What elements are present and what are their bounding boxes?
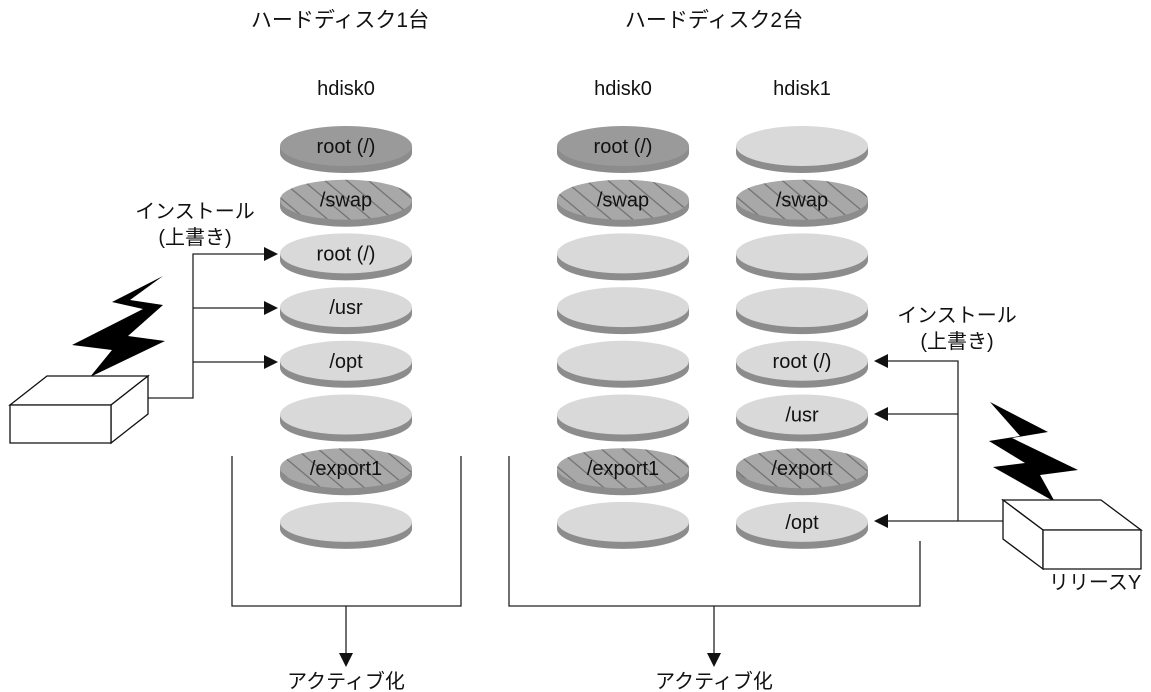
disk-slice: /opt <box>280 340 412 388</box>
arrowhead <box>874 407 888 421</box>
disk-slice <box>557 233 689 281</box>
disk-slice: /export1 <box>280 448 412 496</box>
disk-slice: /swap <box>736 179 868 227</box>
activate-label-right: アクティブ化 <box>655 669 773 692</box>
arrowhead <box>264 301 278 315</box>
disk-slice-top <box>736 340 868 381</box>
disk-slice-label: /swap <box>597 190 649 212</box>
disk-slice-top <box>736 394 868 435</box>
disk-slice <box>280 394 412 442</box>
disk-slice <box>736 233 868 281</box>
disk-label-right: hdisk1 <box>773 78 831 100</box>
activate-label-left: アクティブ化 <box>287 669 405 692</box>
disk-slice-top <box>280 233 412 274</box>
install-arrows-left <box>148 247 278 399</box>
disk-slice <box>280 501 412 549</box>
disk-label-left: hdisk0 <box>317 78 375 100</box>
lightning-bolt-icon <box>72 276 165 377</box>
disk-slice-top <box>280 448 412 489</box>
arrowhead <box>874 354 888 368</box>
lightning-bolt-icon <box>989 402 1078 502</box>
disk-slice-top <box>280 126 412 166</box>
arrowhead <box>339 653 353 667</box>
disk-slice-label: root (/) <box>317 243 376 265</box>
disk-slice-label: /swap <box>320 190 372 212</box>
install-label-right-line2: (上書き) <box>920 330 993 353</box>
install-label-left-line1: インストール <box>135 201 255 223</box>
disk-slice <box>557 287 689 335</box>
install-media-box-left <box>8 374 150 445</box>
install-media-box-right <box>1001 498 1143 571</box>
disk-slice: /usr <box>280 287 412 335</box>
disk-slice-label: root (/) <box>773 351 832 373</box>
disk-slice <box>557 340 689 388</box>
disk-slice-top <box>736 287 868 328</box>
arrowhead <box>874 514 888 528</box>
disk-slice: root (/) <box>557 126 689 173</box>
disk-slice-label: /usr <box>329 297 363 319</box>
disk-slice-top <box>557 394 689 435</box>
heading-one-disk: ハードディスク1台 <box>251 9 429 32</box>
activate-bracket-left <box>231 456 462 667</box>
disk-slice: /export1 <box>557 448 689 496</box>
disk-slice: /opt <box>736 501 868 549</box>
disk-slice <box>736 126 868 173</box>
disk-slice <box>557 501 689 549</box>
disk-slice: /swap <box>280 179 412 227</box>
disk-slice-top <box>736 448 868 489</box>
disk-label-mid: hdisk0 <box>594 78 652 100</box>
disk-slice <box>736 287 868 335</box>
disk-slice-top <box>557 448 689 489</box>
disk-slice: root (/) <box>280 233 412 281</box>
disk-slice-label: /export <box>771 458 833 480</box>
arrowhead <box>264 355 278 369</box>
install-label-left-line2: (上書き) <box>158 226 231 249</box>
disk-slice-top <box>280 501 412 542</box>
disk-slice-label: /opt <box>329 351 363 373</box>
disk-stack-mid: root (/) /swap/export1 <box>557 126 689 549</box>
disk-slice-top <box>557 287 689 328</box>
disk-slice: /swap <box>557 179 689 227</box>
arrowhead <box>707 653 721 667</box>
disk-stack-left: root (/) /swap root (/) /usr/opt/export1 <box>280 126 412 549</box>
disk-slice-top <box>736 501 868 542</box>
heading-two-disks: ハードディスク2台 <box>625 9 803 32</box>
disk-slice-top <box>736 233 868 274</box>
disk-slice: /export <box>736 448 868 496</box>
disk-slice-label: /usr <box>785 405 819 427</box>
disk-slice-top <box>280 394 412 435</box>
disk-slice-top <box>280 340 412 381</box>
disk-slice-top <box>280 287 412 328</box>
install-label-right-line1: インストール <box>897 305 1017 327</box>
disk-slice-label: /opt <box>785 512 819 534</box>
disk-stack-right: /swap root (/) /usr/export/opt <box>736 126 868 549</box>
disk-slice-label: /export1 <box>310 458 382 480</box>
disk-slice-top <box>736 179 868 220</box>
disk-slice-top <box>557 179 689 220</box>
disk-slice-top <box>557 340 689 381</box>
release-label: リリースY <box>1049 572 1141 594</box>
disk-slice-top <box>557 501 689 542</box>
arrowhead <box>264 247 278 261</box>
disk-slice-label: root (/) <box>594 136 653 158</box>
disk-slice: root (/) <box>280 126 412 173</box>
disk-slice-top <box>557 126 689 166</box>
activate-bracket-right <box>508 456 921 667</box>
disk-slice <box>557 394 689 442</box>
disk-slice: root (/) <box>736 340 868 388</box>
disk-slice-label: /swap <box>776 190 828 212</box>
disk-slice-label: /export1 <box>587 458 659 480</box>
install-arrows-right <box>874 354 1003 528</box>
disk-slice-top <box>557 233 689 274</box>
disk-slice: /usr <box>736 394 868 442</box>
disk-slice-top <box>280 179 412 220</box>
disk-slice-top <box>736 126 868 166</box>
disk-slice-label: root (/) <box>317 136 376 158</box>
